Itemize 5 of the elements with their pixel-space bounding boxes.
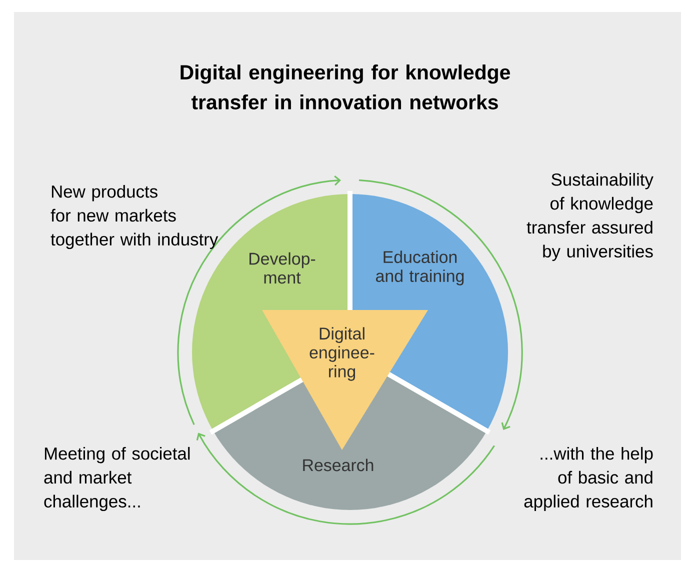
callout-text: ...with the help of basic and applied research (524, 446, 653, 512)
callout-text: Meeting of societal and market challenges... (44, 446, 190, 512)
callout-text: Sustainability of knowledge transfer assured by universities (526, 173, 654, 261)
title: Digital engineering for knowledge transfer in innovation networks (180, 64, 510, 110)
center-triangle: Digital enginee- ring (262, 310, 428, 450)
